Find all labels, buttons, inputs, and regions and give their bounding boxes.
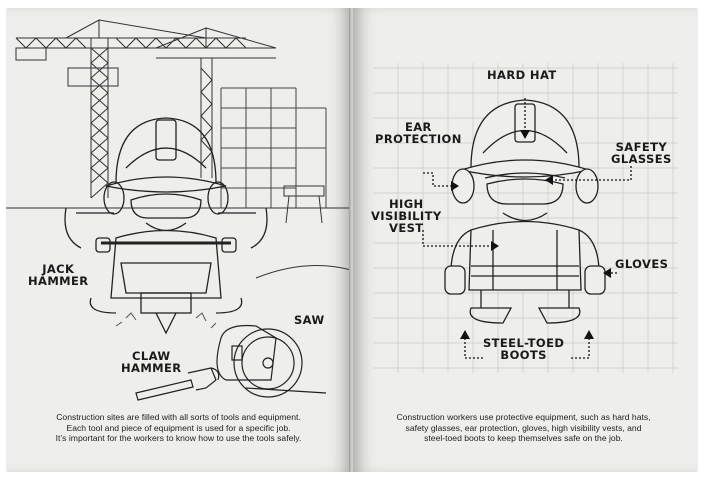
hard-hat-label: HARD HAT [487, 68, 557, 82]
claw-hammer-label-line-2: HAMMER [121, 361, 182, 375]
jack-hammer-label: JACK HAMMER [28, 263, 89, 287]
safety-glasses-label-line-1: SAFETY [615, 140, 668, 154]
ear-protection-label: EAR PROTECTION [375, 121, 462, 145]
circular-saw-icon [216, 324, 327, 398]
left-caption-line-3: It’s important for the workers to know h… [55, 433, 302, 443]
book-spine [349, 8, 355, 472]
ear-protection-label-line-2: PROTECTION [375, 132, 462, 146]
second-crane-icon [155, 27, 277, 178]
steel-toed-boots-label-line-2: BOOTS [500, 348, 547, 362]
claw-hammer-label-line-1: CLAW [132, 349, 171, 363]
building-scaffold-icon [220, 87, 327, 208]
protective-equipment-illustration [373, 63, 678, 373]
saw-label: SAW [294, 313, 325, 327]
claw-hammer-icon [135, 367, 220, 401]
gloves-label: GLOVES [615, 257, 669, 271]
left-caption-line-2: Each tool and piece of equipment is used… [66, 422, 291, 433]
right-page: HARD HAT EAR PROTECTION SAFETY GLASSES H… [353, 8, 698, 472]
debris-icon [115, 312, 217, 329]
right-caption: Construction workers use protective equi… [361, 412, 686, 444]
right-caption-line-2: safety glasses, ear protection, gloves, … [405, 422, 642, 433]
steel-toed-boots-label: STEEL-TOED BOOTS [483, 337, 564, 361]
worker-with-jackhammer-icon [64, 117, 268, 335]
jack-hammer-label-line-1: JACK [42, 262, 75, 276]
label-arrows [422, 98, 632, 359]
safety-glasses-label-line-2: GLASSES [611, 152, 672, 166]
high-visibility-vest-label: HIGH VISIBILITY VEST [371, 198, 442, 234]
left-caption: Construction sites are filled with all s… [16, 412, 341, 444]
construction-site-illustration [6, 19, 351, 401]
road-barrier-icon [283, 185, 325, 224]
left-page: JACK HAMMER SAW CLAW HAMMER Construction… [6, 8, 351, 472]
jack-hammer-label-line-2: HAMMER [28, 274, 89, 288]
high-visibility-vest-label-line-3: VEST [389, 221, 424, 235]
right-caption-line-1: Construction workers use protective equi… [396, 412, 651, 422]
protected-worker-icon [444, 99, 606, 324]
high-visibility-vest-label-line-2: VISIBILITY [371, 209, 442, 223]
high-visibility-vest-label-line-1: HIGH [389, 197, 424, 211]
ear-protection-label-line-1: EAR [404, 120, 432, 134]
arrow-heads [451, 130, 611, 339]
steel-toed-boots-label-line-1: STEEL-TOED [483, 336, 565, 350]
safety-glasses-label: SAFETY GLASSES [611, 141, 672, 165]
left-caption-line-1: Construction sites are filled with all s… [56, 412, 301, 422]
claw-hammer-label: CLAW HAMMER [121, 350, 182, 374]
right-caption-line-3: steel-toed boots to keep themselves safe… [424, 433, 623, 443]
